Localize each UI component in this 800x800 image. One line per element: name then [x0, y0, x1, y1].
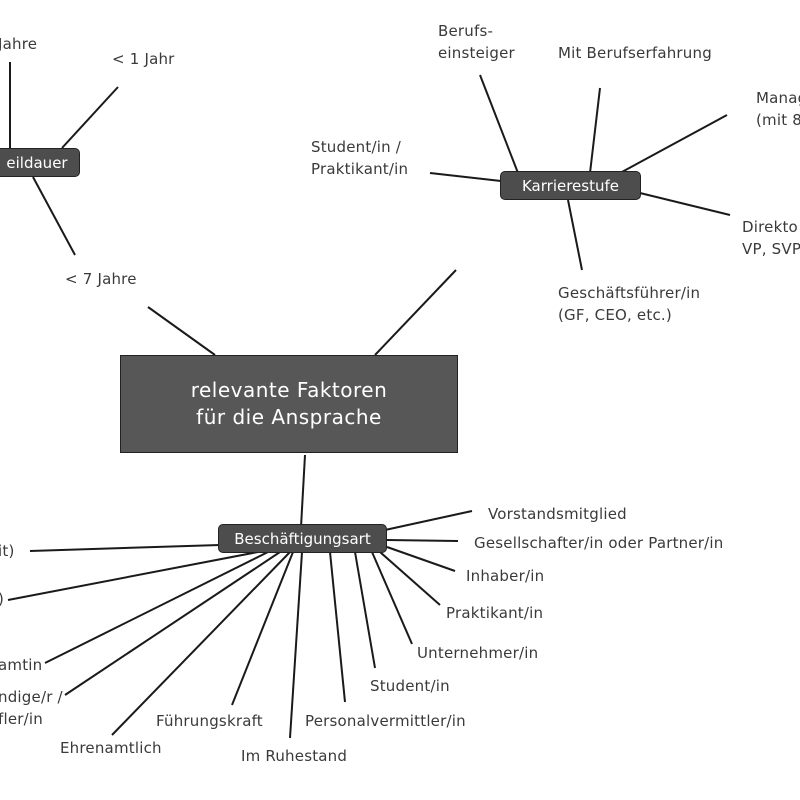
connector-inhaber: [386, 546, 456, 572]
item-unternehmer: Unternehmer/in: [417, 644, 539, 662]
item-inhaber: Inhaber/in: [466, 567, 545, 585]
connector-paren: [7, 551, 259, 601]
karrierestufe-label: Karrierestufe: [521, 176, 619, 195]
connector-center-verweildauer: [147, 306, 216, 356]
connector-manager: [619, 114, 728, 174]
connector-personal: [329, 551, 346, 703]
connector-unternehmer: [371, 551, 413, 645]
connector-it: [29, 544, 221, 552]
central-topic-line1: relevante Faktoren: [190, 378, 388, 402]
item-lt1-jahr: < 1 Jahr: [112, 50, 175, 68]
verweildauer-label: eildauer: [6, 153, 68, 172]
central-topic-box[interactable]: relevante Faktoren für die Ansprache: [120, 355, 458, 453]
beschaeftigungsart-label: Beschäftigungsart: [234, 529, 371, 548]
connector-amtin: [44, 551, 269, 664]
item-student-praktikant: Student/in / Praktikant/in: [311, 138, 409, 178]
item-mit-berufserfahrung: Mit Berufserfahrung: [558, 44, 712, 62]
item-praktikant: Praktikant/in: [446, 604, 544, 622]
item-geschaeftsfuehrer: Geschäftsführer/in (GF, CEO, etc.): [558, 284, 701, 324]
item-personalvermittler: Personalvermittler/in: [305, 712, 466, 730]
connector-center-beschaeftigung: [300, 454, 306, 528]
beschaeftigungsart-node[interactable]: Beschäftigungsart: [218, 524, 387, 553]
connector-selbst: [64, 551, 281, 696]
item-ehrenamtlich: Ehrenamtlich: [60, 739, 162, 757]
item-lt7-jahre: < 7 Jahre: [65, 270, 137, 288]
item-gesellschafter: Gesellschafter/in oder Partner/in: [474, 534, 724, 552]
connector-student: [429, 172, 502, 182]
connector-lt1: [61, 86, 119, 149]
central-topic-line2: für die Ansprache: [196, 405, 382, 429]
item-selbststaendig: ndige/r / fler/in: [0, 688, 63, 728]
connector-student-b: [354, 551, 376, 669]
connector-lt7: [32, 176, 76, 256]
connector-center-karrierestufe: [374, 269, 457, 356]
connector-ehrenamt: [111, 551, 291, 736]
item-jahre-top: Jahre: [0, 35, 38, 53]
connector-ruhestand: [289, 551, 303, 739]
item-it: it): [0, 542, 15, 560]
item-paren: ): [0, 588, 4, 610]
item-manager: Manag (mit 8: [756, 89, 800, 129]
connector-gesellschafter: [386, 539, 459, 542]
karrierestufe-node[interactable]: Karrierestufe: [500, 171, 641, 200]
connector-praktikant: [379, 551, 441, 606]
item-student: Student/in: [370, 677, 450, 695]
connector-einsteiger: [479, 74, 519, 174]
connector-fuehrung: [231, 551, 294, 706]
verweildauer-node[interactable]: eildauer: [0, 148, 80, 177]
item-vorstandsmitglied: Vorstandsmitglied: [488, 505, 627, 523]
connector-direktor: [639, 192, 731, 216]
connector-erfahrung: [589, 87, 601, 174]
item-im-ruhestand: Im Ruhestand: [241, 747, 348, 765]
connector-vorstand: [384, 510, 473, 531]
connector-gf: [567, 199, 583, 271]
item-berufseinsteiger: Berufs- einsteiger: [438, 22, 515, 62]
item-fuehrungskraft: Führungskraft: [156, 712, 263, 730]
item-direktor: Direkto VP, SVP: [742, 218, 800, 258]
item-beamtin: amtin: [0, 656, 43, 674]
